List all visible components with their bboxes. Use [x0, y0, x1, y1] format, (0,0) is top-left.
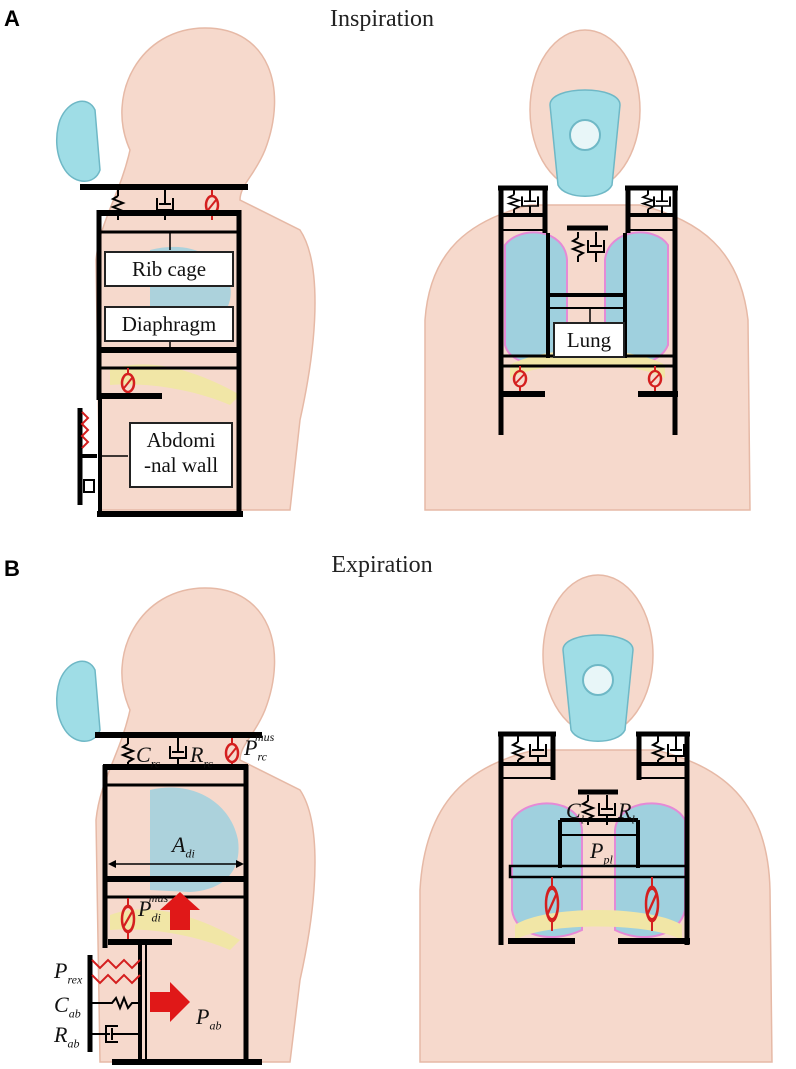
symbol-p-rex: Prex — [54, 958, 83, 987]
symbol-p-di-mus: Pdimus — [138, 890, 169, 925]
torso-front — [419, 749, 773, 1063]
rib-cage-label: Rib cage — [104, 251, 234, 287]
diaphragm-band — [110, 364, 240, 405]
up-arrow-icon — [160, 892, 200, 930]
arrowhead — [108, 860, 116, 868]
symbol-r-l: Rl — [618, 798, 635, 827]
symbol-c-ab: Cab — [54, 992, 81, 1021]
abdominal-wall-line2: -nal wall — [143, 453, 219, 478]
lung-label: Lung — [553, 322, 625, 358]
symbol-r-ab: Rab — [54, 1022, 80, 1051]
red-spring-icon — [91, 958, 141, 970]
mask-valve-icon — [569, 119, 601, 151]
damper-icon — [105, 1025, 118, 1043]
symbol-p-rc-mus: Prcmus — [244, 729, 275, 764]
symbol-r-rc: Rrc — [190, 742, 214, 771]
face-mask-icon — [55, 660, 101, 742]
panel-b-letter: B — [4, 556, 20, 581]
panel-b-side-view — [55, 587, 316, 1065]
lung-label-text: Lung — [566, 328, 612, 352]
lung-side — [150, 787, 239, 892]
pleural-plate — [508, 864, 688, 879]
symbol-c-rc: Crc — [136, 742, 161, 771]
face-mask-icon — [55, 100, 101, 182]
arrowhead — [236, 860, 244, 868]
mask-valve-icon — [582, 664, 614, 696]
abdominal-wall-line1: Abdomi — [146, 428, 216, 452]
damper-icon — [83, 479, 95, 493]
right-arrow-icon — [150, 982, 190, 1022]
symbol-p-pl: Ppl — [590, 838, 613, 867]
panel-a-front-view — [424, 29, 751, 511]
abdominal-wall-label: Abdomi -nal wall — [129, 422, 233, 488]
spring-icon — [92, 995, 140, 1011]
symbol-c-l: Cl — [566, 798, 585, 827]
diaphragm-label: Diaphragm — [104, 306, 234, 342]
panel-b-front-view — [419, 574, 773, 1063]
red-spring-icon — [91, 973, 141, 985]
symbol-p-ab: Pab — [196, 1004, 222, 1033]
red-spring-icon — [80, 411, 90, 449]
panel-a-letter: A — [4, 6, 20, 31]
symbol-a-di: Adi — [172, 832, 195, 861]
panel-b-title: Expiration — [331, 552, 433, 578]
panel-a-title: Inspiration — [330, 6, 434, 32]
